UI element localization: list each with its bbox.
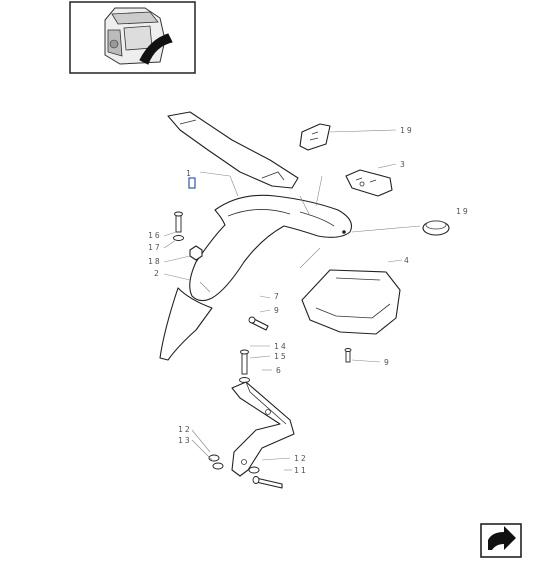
label-9-lower: 9 — [384, 358, 391, 367]
part-cap — [422, 220, 450, 236]
label-9-upper: 9 — [274, 306, 281, 315]
part-bolt-guard — [344, 348, 352, 363]
label-19-right: 19 — [456, 207, 470, 216]
part-bracket-top — [345, 169, 393, 197]
label-4: 4 — [404, 256, 411, 265]
label-13: 13 — [178, 436, 192, 445]
label-12-left: 12 — [178, 425, 192, 434]
part-bolt-small — [248, 316, 269, 331]
label-16: 16 — [148, 231, 162, 240]
label-19-top: 19 — [400, 126, 414, 135]
label-3: 3 — [400, 160, 407, 169]
label-1: 1 — [186, 169, 193, 178]
label-12-right: 12 — [294, 454, 308, 463]
highlight-marker — [188, 177, 196, 189]
label-6: 6 — [276, 366, 283, 375]
label-18: 18 — [148, 257, 162, 266]
callout-labels: 19 3 1 19 16 17 18 2 4 7 9 14 15 6 9 12 … — [148, 126, 470, 475]
next-page-arrow-icon — [488, 526, 516, 550]
label-15: 15 — [274, 352, 288, 361]
part-bolt-fender — [173, 211, 203, 261]
thumbnail-locator — [69, 1, 196, 74]
part-guard-panel — [301, 269, 401, 335]
part-support-bracket — [231, 381, 295, 477]
part-reflector-plate — [299, 123, 331, 151]
part-washers-left — [208, 454, 224, 470]
leader-lines — [163, 129, 421, 471]
label-14: 14 — [274, 342, 288, 351]
part-bolt-bottom — [248, 466, 283, 489]
tractor-cab-thumbnail-icon — [104, 7, 173, 65]
label-17: 17 — [148, 243, 162, 252]
label-2: 2 — [154, 269, 161, 278]
part-bolt-support — [239, 349, 250, 383]
part-fender — [159, 194, 353, 361]
part-upper-strip — [167, 111, 299, 189]
next-page-button[interactable] — [480, 523, 522, 558]
label-7: 7 — [274, 292, 281, 301]
label-11: 11 — [294, 466, 308, 475]
